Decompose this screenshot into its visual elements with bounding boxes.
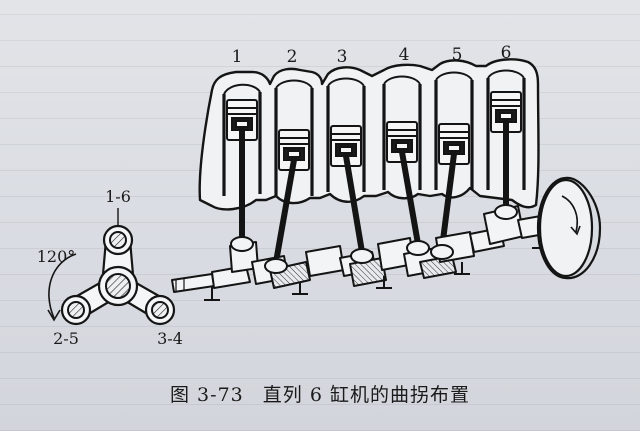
cylinder-number-6: 6 [501,43,512,63]
crank-nose [171,273,215,293]
cylinder-number-5: 5 [452,45,463,65]
piston-6 [490,91,522,133]
crank-throw-diagram: 1-6 120° 2-5 3-4 [37,187,183,348]
piston-4 [386,121,418,163]
figure-label: 图 3-73 [170,384,244,406]
cylinder-number-2: 2 [287,47,298,67]
rod-5 [439,151,457,251]
pistons [226,91,522,171]
cylinder-number-3: 3 [337,47,348,67]
rod-3 [343,153,365,255]
rod-2 [273,157,297,265]
rotation-arrow [561,195,578,233]
cylinder-number-4: 4 [399,45,410,65]
rod-4 [399,149,421,247]
figure-title: 直列 6 缸机的曲拐布置 [262,384,470,406]
rotation-arc [48,253,77,319]
flywheel [536,176,602,280]
piston-1 [226,99,258,141]
angle-label: 120° [37,247,76,266]
pair-label-1-6: 1-6 [105,187,131,206]
cylinder-number-labels: 1 2 3 4 5 6 [232,43,512,67]
piston-2 [278,129,310,171]
connecting-rods [239,119,509,265]
pair-label-3-4: 3-4 [157,329,183,348]
crankshaft [171,204,557,301]
pair-label-2-5: 2-5 [53,329,79,348]
cylinder-number-1: 1 [232,47,243,67]
figure-caption: 图 3-73 直列 6 缸机的曲拐布置 [0,380,640,407]
